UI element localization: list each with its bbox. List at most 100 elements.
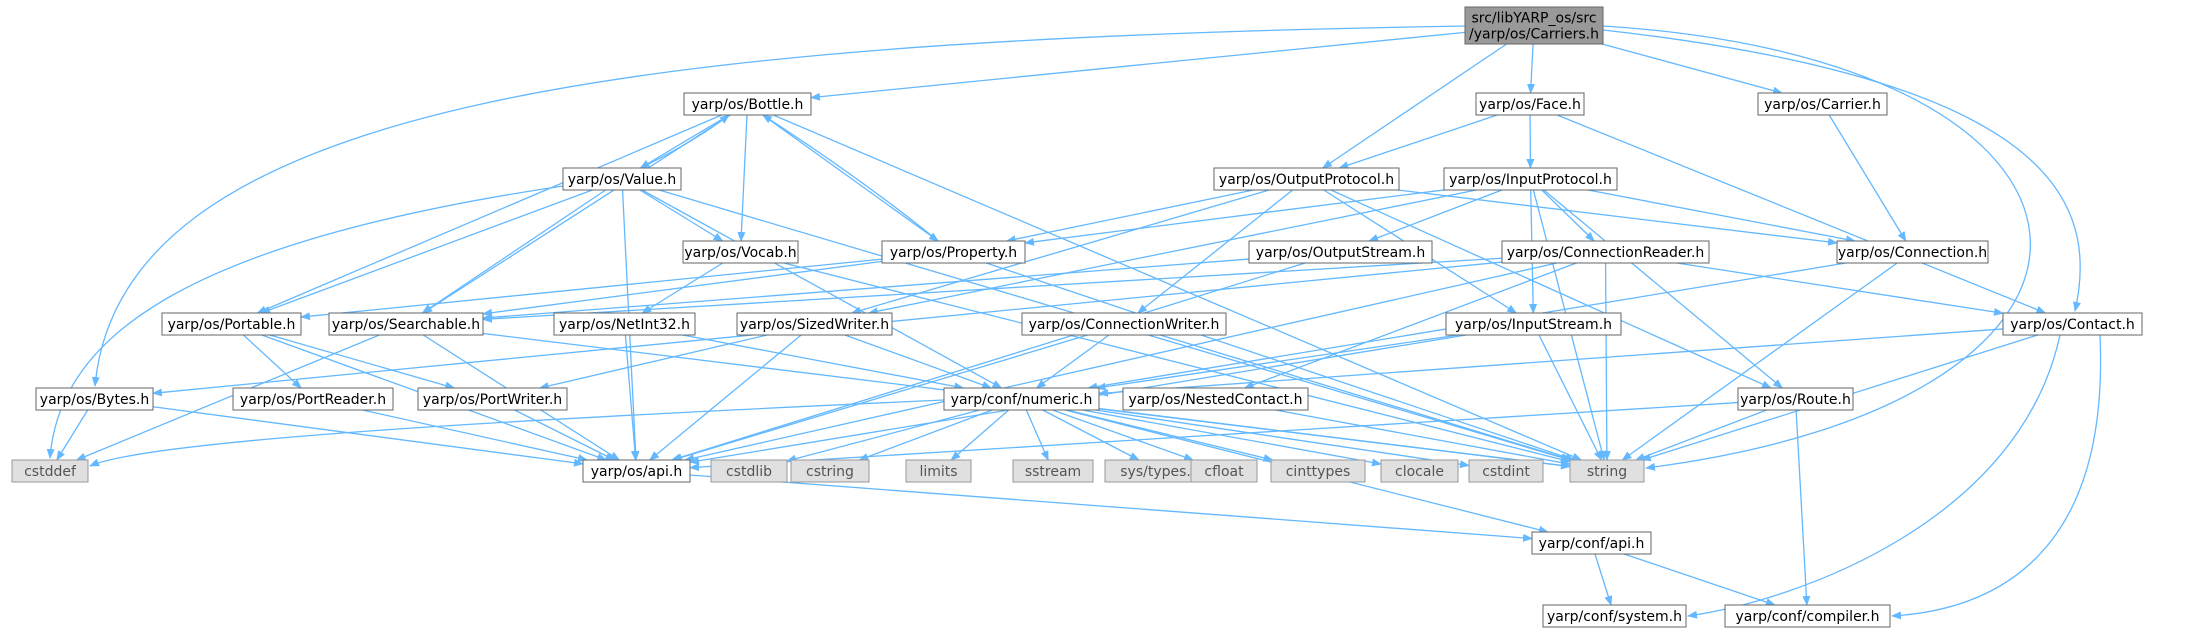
node-contact[interactable]: yarp/os/Contact.h — [2002, 312, 2143, 336]
edge-connectionwriter-to-osapi — [672, 334, 1088, 462]
edge-portable-to-portwriter — [269, 334, 456, 390]
edge-connectionreader-to-nestedcontact — [1243, 262, 1577, 389]
node-property[interactable]: yarp/os/Property.h — [881, 240, 1026, 264]
node-searchable[interactable]: yarp/os/Searchable.h — [328, 312, 484, 336]
node-label-vocab: yarp/os/Vocab.h — [684, 245, 796, 261]
edge-osapi-to-confapi — [689, 474, 1533, 542]
node-bottle[interactable]: yarp/os/Bottle.h — [683, 92, 812, 116]
node-cinttypes: cinttypes — [1270, 459, 1366, 483]
node-label-limits: limits — [919, 464, 957, 480]
node-box-cstddef — [11, 459, 89, 483]
edge-inputprotocol-to-connectionreader — [1541, 189, 1595, 242]
node-label-string: string — [1587, 464, 1627, 480]
node-string: string — [1569, 459, 1645, 483]
node-numeric[interactable]: yarp/conf/numeric.h — [943, 387, 1100, 411]
node-label-face: yarp/os/Face.h — [1479, 97, 1581, 113]
edge-sizedwriter-to-portwriter — [538, 334, 768, 390]
node-outputstream[interactable]: yarp/os/OutputStream.h — [1248, 240, 1433, 264]
node-label-portable: yarp/os/Portable.h — [168, 317, 296, 333]
node-confapi[interactable]: yarp/conf/api.h — [1531, 531, 1652, 555]
node-portable[interactable]: yarp/os/Portable.h — [161, 312, 302, 336]
edge-value-to-vocab — [639, 189, 724, 242]
node-inputprotocol[interactable]: yarp/os/InputProtocol.h — [1443, 167, 1618, 191]
edge-root-to-carrier — [1601, 43, 1784, 95]
edge-contact-to-compiler — [1891, 334, 2102, 620]
node-box-connectionreader — [1501, 240, 1710, 264]
node-label-clocale: clocale — [1395, 464, 1444, 480]
node-face[interactable]: yarp/os/Face.h — [1475, 92, 1585, 116]
node-box-osapi — [582, 459, 691, 483]
edge-confapi-to-compiler — [1623, 553, 1776, 606]
node-box-sstream — [1012, 459, 1094, 483]
edge-connectionwriter-to-string — [1159, 334, 1572, 462]
node-outputprotocol[interactable]: yarp/os/OutputProtocol.h — [1213, 167, 1400, 191]
edge-sizedwriter-to-numeric — [844, 334, 993, 389]
edge-portreader-to-osapi — [362, 409, 589, 462]
edge-root-to-outputprotocol — [1321, 43, 1507, 169]
node-carrier[interactable]: yarp/os/Carrier.h — [1757, 92, 1888, 116]
node-box-cstdlib — [710, 459, 788, 483]
edge-connectionwriter-to-numeric — [1035, 334, 1110, 389]
node-root[interactable]: src/libYARP_os/src/yarp/os/Carriers.h — [1464, 6, 1604, 45]
edge-face-to-contact — [1556, 114, 2047, 314]
edge-connectionreader-to-searchable — [482, 257, 1503, 323]
node-box-bottle — [683, 92, 812, 116]
node-label-systypes: sys/types.h — [1120, 464, 1199, 480]
node-value[interactable]: yarp/os/Value.h — [562, 167, 682, 191]
node-label-cstdint: cstdint — [1482, 464, 1530, 480]
node-box-system — [1542, 604, 1687, 628]
node-label-portreader: yarp/os/PortReader.h — [240, 392, 386, 408]
node-label-outputstream: yarp/os/OutputStream.h — [1256, 245, 1425, 261]
node-label-connectionreader: yarp/os/ConnectionReader.h — [1507, 245, 1705, 261]
node-connectionreader[interactable]: yarp/os/ConnectionReader.h — [1501, 240, 1710, 264]
node-box-connection — [1836, 240, 1989, 264]
edge-bottle-to-property — [762, 114, 940, 242]
edge-vocab-to-string — [783, 262, 1571, 464]
node-nestedcontact[interactable]: yarp/os/NestedContact.h — [1122, 387, 1309, 411]
node-label-portwriter: yarp/os/PortWriter.h — [423, 392, 562, 408]
edge-connectionreader-to-osapi — [684, 262, 1557, 462]
edge-property-to-searchable — [482, 260, 883, 317]
node-box-connectionwriter — [1021, 312, 1227, 336]
node-label-root: /yarp/os/Carriers.h — [1469, 27, 1599, 43]
node-bytes[interactable]: yarp/os/Bytes.h — [35, 387, 154, 411]
node-label-inputstream: yarp/os/InputStream.h — [1455, 317, 1612, 333]
node-label-compiler: yarp/conf/compiler.h — [1736, 609, 1880, 625]
node-inputstream[interactable]: yarp/os/InputStream.h — [1445, 312, 1622, 336]
edge-numeric-to-cinttypes — [1066, 409, 1274, 462]
node-compiler[interactable]: yarp/conf/compiler.h — [1724, 604, 1891, 628]
node-connection[interactable]: yarp/os/Connection.h — [1836, 240, 1989, 264]
node-box-clocale — [1380, 459, 1459, 483]
edge-connectionreader-to-string — [1602, 262, 1611, 461]
node-label-property: yarp/os/Property.h — [890, 245, 1017, 261]
node-system[interactable]: yarp/conf/system.h — [1542, 604, 1687, 628]
edge-portable-to-portreader — [243, 334, 302, 389]
node-box-cstring — [790, 459, 870, 483]
edge-contact-to-numeric — [1098, 328, 2004, 397]
node-vocab[interactable]: yarp/os/Vocab.h — [682, 240, 799, 264]
node-portreader[interactable]: yarp/os/PortReader.h — [232, 387, 394, 411]
node-netint32[interactable]: yarp/os/NetInt32.h — [553, 312, 696, 336]
node-connectionwriter[interactable]: yarp/os/ConnectionWriter.h — [1021, 312, 1227, 336]
edge-root-to-contact — [1602, 29, 2081, 312]
edge-numeric-to-systypes — [1042, 409, 1140, 461]
node-osapi[interactable]: yarp/os/api.h — [582, 459, 691, 483]
node-sizedwriter[interactable]: yarp/os/SizedWriter.h — [736, 312, 893, 336]
node-label-cinttypes: cinttypes — [1286, 464, 1351, 480]
node-limits: limits — [905, 459, 972, 483]
node-box-numeric — [943, 387, 1100, 411]
node-cstdint: cstdint — [1468, 459, 1544, 483]
edge-route-to-string — [1634, 409, 1767, 461]
node-route[interactable]: yarp/os/Route.h — [1737, 387, 1854, 411]
edge-netint32-to-osapi — [624, 334, 639, 461]
node-label-system: yarp/conf/system.h — [1547, 609, 1682, 625]
node-box-inputprotocol — [1443, 167, 1618, 191]
node-label-cstddef: cstddef — [24, 464, 77, 480]
node-box-face — [1475, 92, 1585, 116]
node-label-carrier: yarp/os/Carrier.h — [1764, 97, 1881, 113]
node-portwriter[interactable]: yarp/os/PortWriter.h — [417, 387, 568, 411]
edge-root-to-face — [1527, 43, 1536, 94]
node-cfloat: cfloat — [1190, 459, 1258, 483]
edge-numeric-to-sstream — [1025, 409, 1049, 461]
